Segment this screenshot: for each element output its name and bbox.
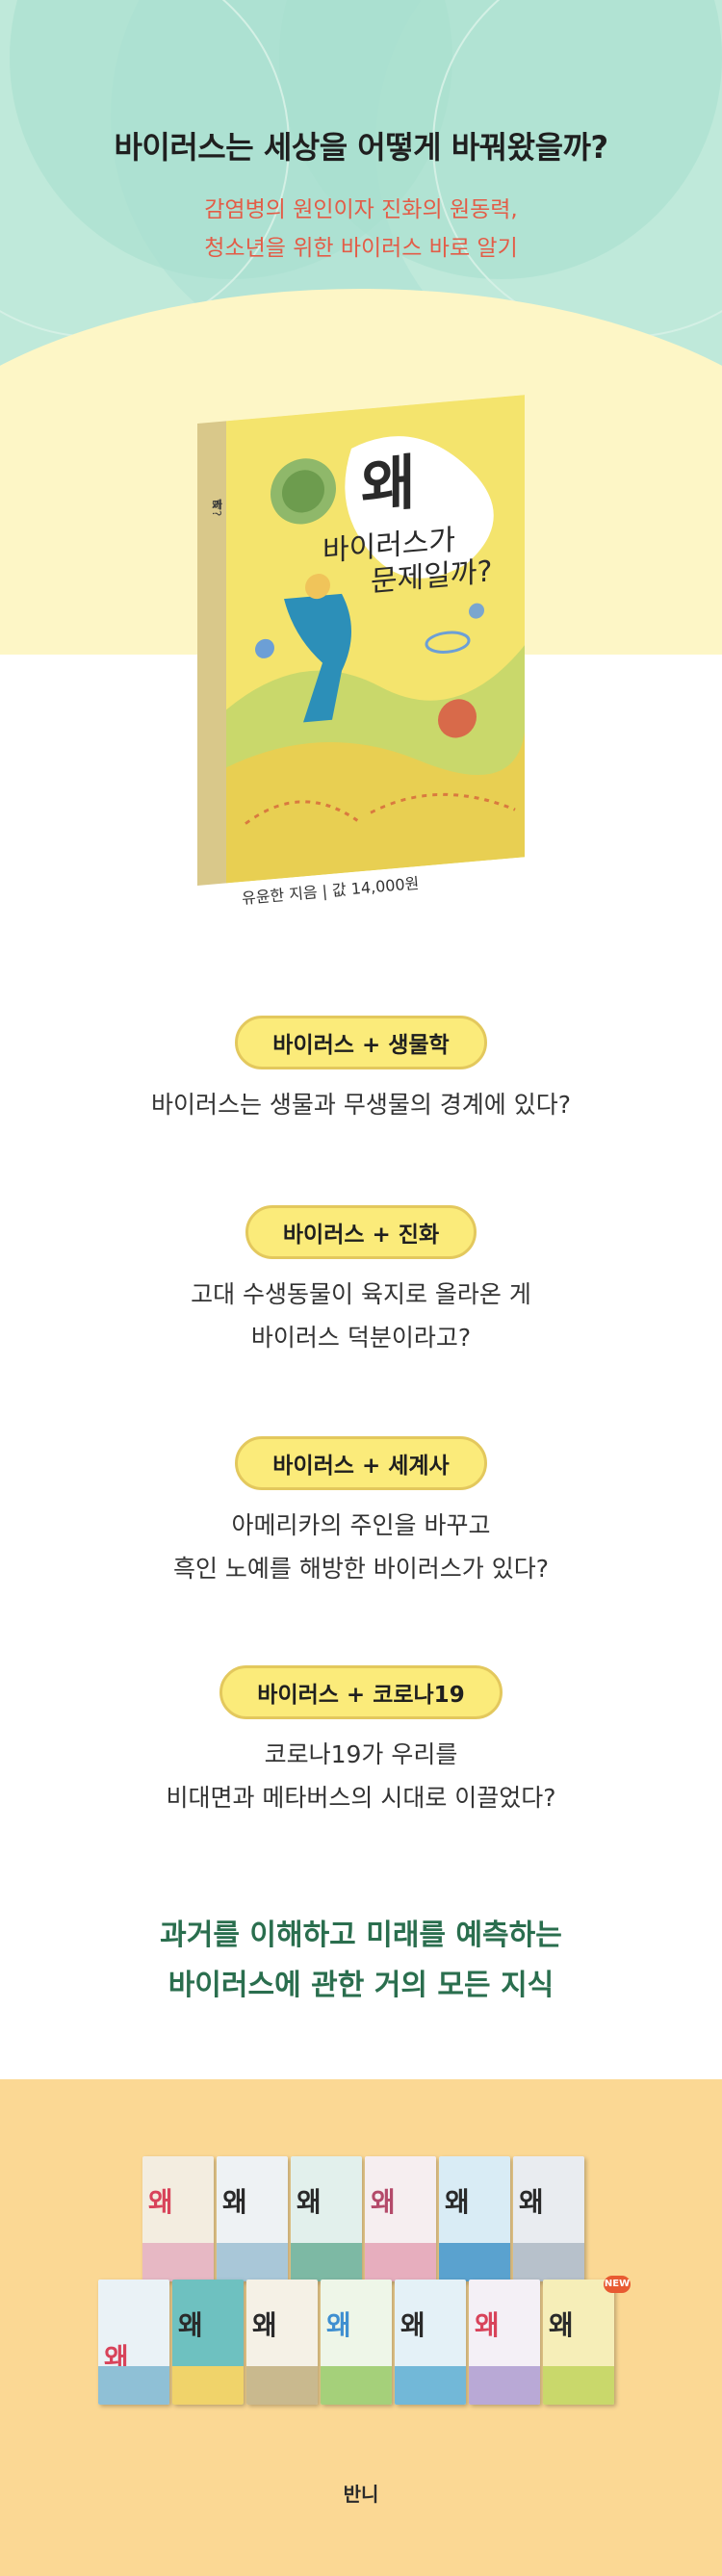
subtitle-line-1: 감염병의 원인이자 진화의 원동력, xyxy=(204,197,518,222)
series-book: 왜 xyxy=(543,2280,614,2405)
series-book: 왜 xyxy=(172,2280,244,2405)
cover-illustration xyxy=(226,395,525,884)
topic-text: 바이러스는 생물과 무생물의 경계에 있다? xyxy=(0,1083,722,1126)
book: 왜 바이러스가 문제일까? xyxy=(197,395,525,886)
topic-line: 흑인 노예를 해방한 바이러스가 있다? xyxy=(172,1555,550,1583)
topic-text: 아메리카의 주인을 바꾸고 흑인 노예를 해방한 바이러스가 있다? xyxy=(0,1504,722,1590)
topic-text: 고대 수생동물이 육지로 올라온 게 바이러스 덕분이라고? xyxy=(0,1273,722,1359)
series-book: 왜 xyxy=(513,2156,584,2281)
cover-big-title: 왜 xyxy=(361,447,417,523)
hero-banner: 바이러스는 세상을 어떻게 바꿔왔을까? 감염병의 원인이자 진화의 원동력, … xyxy=(0,0,722,655)
topic-evolution: 바이러스 + 진화 고대 수생동물이 육지로 올라온 게 바이러스 덕분이라고? xyxy=(0,1205,722,1359)
topic-tag: 바이러스 + 생물학 xyxy=(235,1016,487,1069)
series-book: 왜 xyxy=(246,2280,318,2405)
topic-line: 코로나19가 우리를 xyxy=(264,1740,458,1768)
series-book: 왜 xyxy=(98,2280,169,2405)
book-spine: 왜 바이러스가 문제일까? xyxy=(197,421,289,886)
topic-biology: 바이러스 + 생물학 바이러스는 생물과 무생물의 경계에 있다? xyxy=(0,1016,722,1126)
topic-line: 비대면과 메타버스의 시대로 이끌었다? xyxy=(166,1784,556,1812)
hero-background xyxy=(0,0,722,655)
subtitle-line-2: 청소년을 위한 바이러스 바로 알기 xyxy=(204,236,518,261)
topic-covid19: 바이러스 + 코로나19 코로나19가 우리를 비대면과 메타버스의 시대로 이… xyxy=(0,1665,722,1819)
topic-world-history: 바이러스 + 세계사 아메리카의 주인을 바꾸고 흑인 노예를 해방한 바이러스… xyxy=(0,1436,722,1590)
publisher-logo: 반니 xyxy=(343,2483,379,2506)
topic-tag: 바이러스 + 코로나19 xyxy=(219,1665,503,1719)
topic-line: 바이러스 덕분이라고? xyxy=(250,1324,472,1352)
series-banner: 왜 왜 왜 왜 왜 왜 왜 왜 xyxy=(0,2079,722,2576)
series-book: 왜 xyxy=(365,2156,436,2281)
topic-line: 바이러스는 생물과 무생물의 경계에 있다? xyxy=(150,1091,572,1119)
page-title: 바이러스는 세상을 어떻게 바꿔왔을까? xyxy=(114,129,608,166)
series-book: 왜 xyxy=(439,2156,510,2281)
closing-tagline: 과거를 이해하고 미래를 예측하는 바이러스에 관한 거의 모든 지식 xyxy=(0,1911,722,2011)
topic-text: 코로나19가 우리를 비대면과 메타버스의 시대로 이끌었다? xyxy=(0,1733,722,1819)
topic-tag: 바이러스 + 진화 xyxy=(245,1205,477,1259)
series-book: 왜 xyxy=(469,2280,540,2405)
series-book: 왜 xyxy=(291,2156,362,2281)
book-front: 왜 바이러스가 문제일까? xyxy=(226,395,525,884)
series-book: 왜 xyxy=(321,2280,392,2405)
topic-line: 아메리카의 주인을 바꾸고 xyxy=(231,1511,491,1539)
closing-line-1: 과거를 이해하고 미래를 예측하는 xyxy=(160,1919,562,1952)
new-badge: NEW xyxy=(604,2276,631,2293)
book-cover-image: 왜 바이러스가 문제일까? xyxy=(197,395,525,905)
topic-line: 고대 수생동물이 육지로 올라온 게 xyxy=(191,1280,531,1308)
series-book: 왜 xyxy=(217,2156,288,2281)
closing-line-2: 바이러스에 관한 거의 모든 지식 xyxy=(168,1969,554,2002)
series-book: 왜 xyxy=(142,2156,214,2281)
topic-tag: 바이러스 + 세계사 xyxy=(235,1436,487,1490)
series-book: 왜 xyxy=(395,2280,466,2405)
page-subtitle: 감염병의 원인이자 진화의 원동력, 청소년을 위한 바이러스 바로 알기 xyxy=(0,191,722,268)
